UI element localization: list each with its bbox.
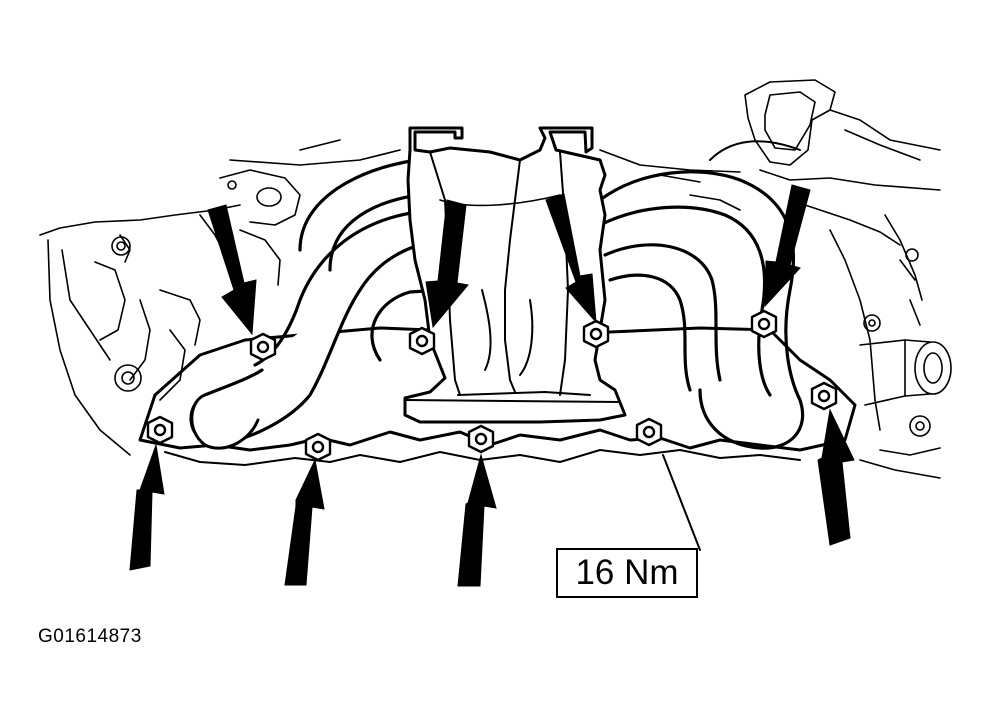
bolt-7: [467, 424, 495, 454]
bolt-6: [304, 432, 332, 462]
torque-value-label: 16 Nm: [575, 553, 679, 592]
arrow-bottom-2: [284, 458, 325, 586]
heat-shield: [403, 126, 627, 424]
manifold-runners: [189, 140, 805, 450]
figure-code: G01614873: [38, 626, 142, 647]
bolts: [146, 309, 838, 462]
arrow-top-2: [425, 199, 469, 329]
bolt-9: [810, 381, 838, 411]
torque-leader-line: [662, 454, 701, 551]
arrow-top-3: [545, 193, 597, 324]
bolt-2: [408, 326, 436, 356]
torque-callout: 16 Nm: [556, 548, 698, 598]
bolt-1: [249, 332, 277, 362]
arrow-bottom-1: [129, 444, 165, 571]
arrow-top-1: [207, 204, 257, 336]
arrow-bottom-4: [817, 408, 855, 546]
left-outlet-pipe: [190, 393, 260, 450]
bolt-3: [582, 319, 610, 349]
bolt-8: [635, 417, 663, 447]
bolt-5: [146, 415, 174, 445]
bolt-4: [750, 309, 778, 339]
arrow-bottom-3: [457, 453, 497, 587]
arrows: [129, 184, 855, 587]
arrow-top-4: [764, 184, 811, 308]
